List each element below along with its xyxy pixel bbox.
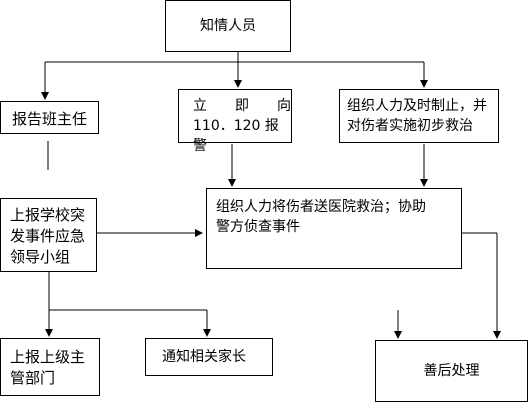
- node-organize-aid: 组织人力及时制止，并 对伤者实施初步救治: [339, 89, 499, 143]
- node-call-police: 立 即 向 110．120 报警: [178, 89, 292, 154]
- node-school-team-line3: 领导小组: [10, 248, 71, 266]
- node-hospital-police: 组织人力将伤者送医院救治；协助 警方侦查事件: [206, 188, 462, 269]
- node-report-superior-line2: 管部门: [10, 369, 56, 387]
- node-call-police-line1: 立 即 向: [193, 98, 291, 114]
- node-report-teacher: 报告班主任: [0, 101, 99, 134]
- node-notify-parents: 通知相关家长: [145, 338, 273, 376]
- node-informant: 知情人员: [165, 0, 291, 52]
- node-report-superior-line1: 上报上级主: [10, 348, 86, 366]
- node-hospital-police-line1: 组织人力将伤者送医院救治；协助: [216, 199, 426, 215]
- node-aftermath-label: 善后处理: [423, 363, 480, 379]
- node-hospital-police-line2: 警方侦查事件: [216, 219, 300, 235]
- node-organize-aid-line2: 对伤者实施初步救治: [347, 118, 473, 134]
- node-school-emergency-team: 上报学校突 发事件应急 领导小组: [0, 198, 97, 272]
- node-informant-label: 知情人员: [200, 18, 256, 34]
- node-call-police-line2: 110．120 报警: [193, 118, 279, 154]
- node-report-superior: 上报上级主 管部门: [0, 338, 100, 396]
- node-organize-aid-line1: 组织人力及时制止，并: [347, 98, 487, 114]
- node-school-team-line1: 上报学校突: [10, 206, 86, 224]
- node-notify-parents-label: 通知相关家长: [162, 349, 246, 365]
- node-report-teacher-label: 报告班主任: [12, 110, 88, 128]
- node-aftermath: 善后处理: [375, 340, 528, 402]
- node-school-team-line2: 发事件应急: [10, 227, 86, 245]
